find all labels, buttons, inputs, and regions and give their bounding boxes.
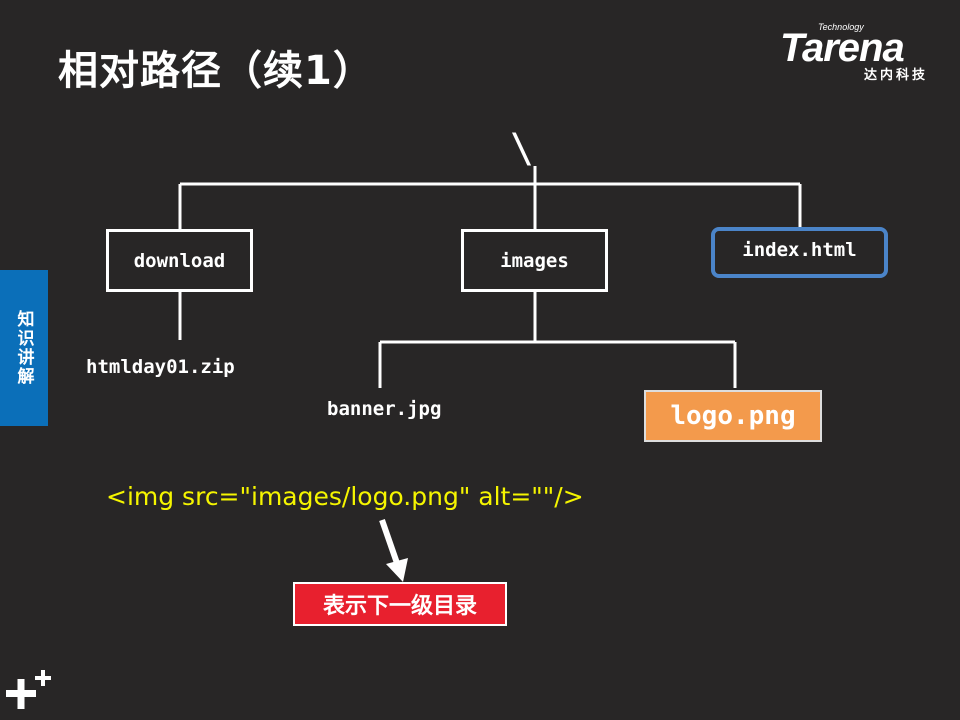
logo-chinese-name: 达内科技 [864, 68, 929, 83]
file-htmlday01-zip: htmlday01.zip [86, 356, 235, 378]
side-tab-label: 知识讲解 [13, 310, 34, 386]
code-img-tag: <img src="images/logo.png" alt=""/> [106, 482, 584, 511]
folder-images: images [461, 229, 608, 292]
slide-title: 相对路径（续1） [58, 48, 374, 94]
annotation-note: 表示下一级目录 [293, 582, 507, 626]
logo-tagline: Technology [818, 22, 864, 32]
file-banner-jpg: banner.jpg [327, 398, 442, 420]
file-logo-png: logo.png [644, 390, 822, 442]
file-index-html: index.html [711, 227, 888, 278]
plus-icon [6, 670, 51, 709]
logo-wordmark: Tarena [780, 26, 905, 70]
tree-root-label: \ [510, 126, 534, 172]
side-tab: 知识讲解 [0, 270, 48, 426]
tarena-logo: Technology Tarena 达内科技 [780, 22, 945, 83]
folder-download: download [106, 229, 253, 292]
annotation-arrow [379, 519, 408, 582]
